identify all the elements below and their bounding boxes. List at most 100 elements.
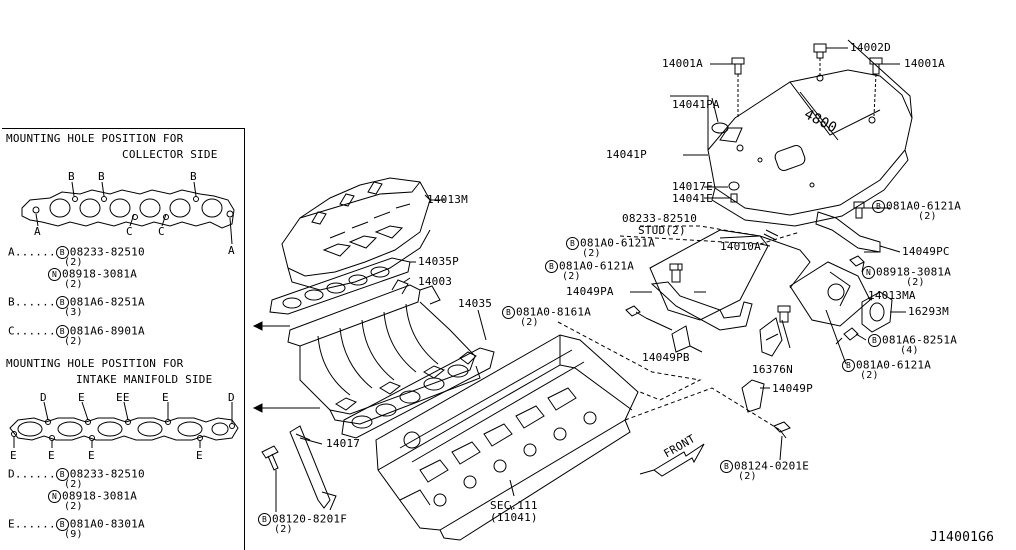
label-14049PC: 14049PC [902, 245, 950, 258]
intake-port-adapter [649, 229, 811, 321]
front-arrow [653, 443, 705, 477]
engine-cover [707, 69, 913, 227]
label-14049PA: 14049PA [566, 285, 614, 298]
bolt-symbol: B [55, 468, 69, 481]
label-14035: 14035 [458, 297, 493, 310]
qty-08124-0201E: (2) [738, 471, 757, 482]
qty-081A0-6121A-right: (2) [918, 211, 937, 222]
label-sec-111: SEC.111 [490, 499, 538, 512]
intake-mark-e2: E [162, 391, 169, 404]
nut-symbol: N [48, 490, 61, 503]
intake-mark-ee: EE [116, 391, 130, 404]
label-14003: 14003 [418, 275, 453, 288]
gasket-16293M [861, 291, 893, 333]
qty-081A0-6121A-low: (2) [860, 370, 879, 381]
mounting-hole-inset [2, 128, 245, 550]
bolt-081A0-6121A-top [853, 201, 865, 219]
label-14041P: 14041P [606, 148, 647, 161]
label-14035P: 14035P [418, 255, 459, 268]
bolt-symbol: B [55, 296, 69, 309]
collector-legend-qty-2: (2) [64, 279, 83, 290]
label-sec-11041: (11041) [490, 511, 538, 524]
intake-legend-qty-1: (2) [64, 479, 83, 490]
bracket-14049PC [815, 211, 881, 253]
label-stud: STUD(2) [638, 224, 686, 237]
label-14017: 14017 [326, 437, 361, 450]
bracket-14049P [741, 379, 765, 413]
intake-legend-qty-2: (2) [64, 501, 83, 512]
qty-081A0-8161A: (2) [520, 317, 539, 328]
intake-gasket-outline [9, 417, 239, 441]
collector-legend-qty-4: (2) [64, 336, 83, 347]
intake-gasket [341, 347, 495, 439]
bolt-081A0-8161A [625, 305, 647, 319]
intake-mark-e3: E [10, 449, 17, 462]
collector-inset-title-1: MOUNTING HOLE POSITION FOR [6, 132, 184, 145]
collector-gasket [269, 257, 411, 315]
collector-legend-qty-1: (2) [64, 257, 83, 268]
label-14049PB: 14049PB [642, 351, 690, 364]
bolt-081A6-8251A [835, 327, 859, 345]
collector-mark-b3: B [190, 170, 197, 183]
diagram-code: J14001G6 [930, 530, 995, 545]
intake-mark-e5: E [88, 449, 95, 462]
bolt-symbol: B [55, 325, 69, 338]
collector-mark-b1: B [68, 170, 75, 183]
qty-08918-3081A: (2) [906, 277, 925, 288]
qty-081A6-8251A: (4) [900, 345, 919, 356]
qty-081A0-6121A-top-left: (2) [582, 248, 601, 259]
collector-mark-b2: B [98, 170, 105, 183]
cover-bolt-left [731, 57, 745, 75]
collector-gasket-outline [21, 189, 235, 229]
label-14041PA: 14041PA [672, 98, 720, 111]
cover-bolt-center [813, 43, 827, 59]
bolt-symbol: B [55, 518, 69, 531]
intake-manifold [287, 279, 481, 425]
stud [763, 229, 779, 241]
intake-mark-e4: E [48, 449, 55, 462]
label-16293M: 16293M [908, 305, 949, 318]
collector-mark-c2: C [158, 225, 165, 238]
bolt-symbol: B [55, 246, 69, 259]
bolt-08120 [261, 445, 279, 471]
intake-mark-d1: D [40, 391, 47, 404]
label-14013M: 14013M [427, 193, 468, 206]
label-16376N: 16376N [752, 363, 793, 376]
intake-mark-e1: E [78, 391, 85, 404]
qty-081A0-6121A-mid: (2) [562, 271, 581, 282]
collector-mark-a1: A [34, 225, 41, 238]
bracket-14049PA [650, 281, 753, 331]
label-14013MA: 14013MA [868, 289, 916, 302]
bolt-081A0-6121A-low [777, 305, 791, 323]
label-14049P: 14049P [772, 382, 813, 395]
bolt-081A0-6121A-mid [669, 263, 683, 283]
intake-legend-qty-3: (9) [64, 529, 83, 540]
intake-mark-e6: E [196, 449, 203, 462]
label-14010A: 14010A [720, 240, 761, 253]
intake-inset-title-2: INTAKE MANIFOLD SIDE [76, 373, 213, 386]
collector-mark-a2: A [228, 244, 235, 257]
intake-inset-title-1: MOUNTING HOLE POSITION FOR [6, 357, 184, 370]
label-14041E: 14041E [672, 192, 713, 205]
label-14001A-right: 14001A [904, 57, 945, 70]
label-08233-82510: 08233-82510 [622, 212, 698, 225]
collector-mark-c1: C [126, 225, 133, 238]
nut-08918 [849, 255, 865, 267]
bracket-14049PB [671, 325, 691, 353]
part-14013MA [789, 261, 871, 327]
cover-bolt-right [869, 57, 883, 75]
